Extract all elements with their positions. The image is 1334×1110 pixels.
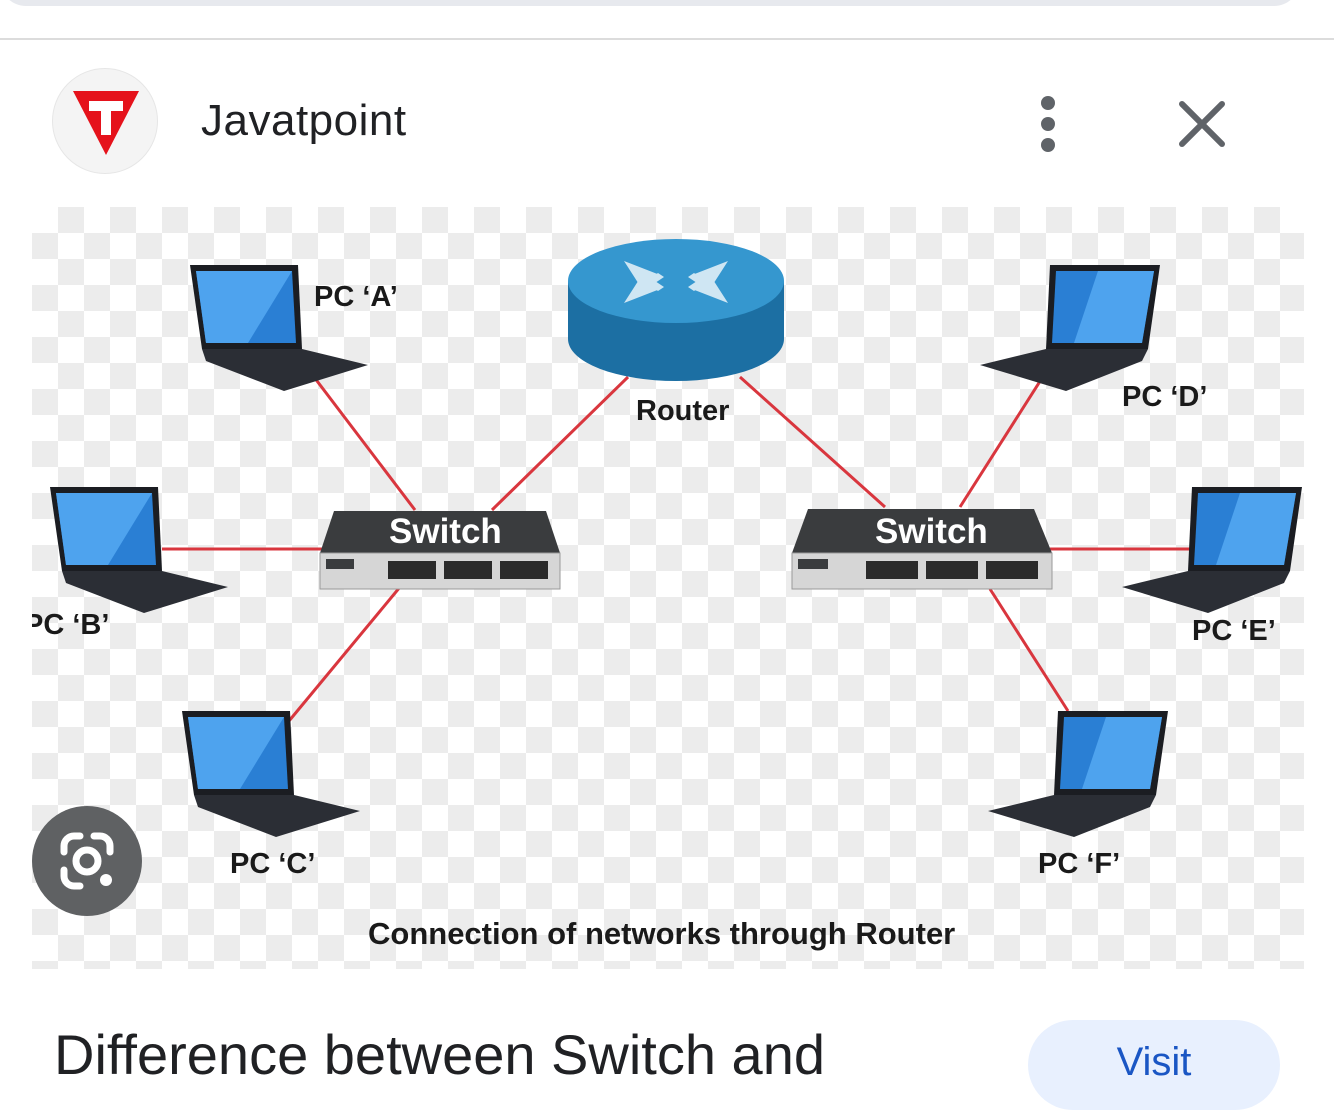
network-diagram-image[interactable]: Router Switch Switch bbox=[32, 207, 1304, 969]
javatpoint-logo-icon bbox=[73, 91, 139, 155]
google-lens-button[interactable] bbox=[32, 806, 142, 916]
switch-right-icon bbox=[791, 509, 1053, 590]
more-vert-icon-dot bbox=[1041, 138, 1055, 152]
more-vert-icon-dot bbox=[1041, 117, 1055, 131]
link-pc-c-switch-left bbox=[282, 586, 402, 728]
more-options-button[interactable] bbox=[1020, 90, 1076, 158]
laptop-pc-c-icon bbox=[182, 711, 360, 837]
divider bbox=[0, 38, 1334, 40]
link-pc-a-switch-left bbox=[312, 376, 417, 511]
link-router-switch-left bbox=[490, 375, 630, 512]
router-label: Router bbox=[636, 395, 730, 427]
google-lens-icon bbox=[60, 832, 114, 890]
diagram-caption: Connection of networks through Router bbox=[368, 916, 956, 951]
link-pc-d-switch-right bbox=[958, 374, 1046, 508]
network-links bbox=[162, 374, 1192, 728]
switch-left-icon bbox=[319, 511, 561, 590]
close-icon bbox=[1179, 101, 1225, 147]
laptop-pc-a-icon bbox=[190, 265, 368, 391]
laptop-pc-f-icon bbox=[988, 711, 1168, 837]
laptop-pc-b-icon bbox=[50, 487, 228, 613]
pc-f-label: PC ‘F’ bbox=[1038, 848, 1121, 880]
laptop-pc-d-icon bbox=[980, 265, 1160, 391]
source-logo[interactable] bbox=[52, 68, 158, 174]
switch-left-label: Switch bbox=[389, 512, 502, 551]
pc-a-label: PC ‘A’ bbox=[314, 281, 398, 313]
source-name[interactable]: Javatpoint bbox=[201, 96, 407, 145]
router-icon bbox=[568, 239, 784, 381]
result-title[interactable]: Difference between Switch and bbox=[54, 1023, 825, 1086]
more-vert-icon bbox=[1041, 96, 1055, 110]
pc-c-label: PC ‘C’ bbox=[230, 848, 316, 880]
link-router-switch-right bbox=[738, 375, 887, 509]
close-button[interactable] bbox=[1170, 92, 1234, 156]
search-bar-edge[interactable] bbox=[0, 0, 1300, 6]
visit-button[interactable]: Visit bbox=[1028, 1020, 1280, 1110]
switch-right-label: Switch bbox=[875, 512, 988, 551]
pc-e-label: PC ‘E’ bbox=[1192, 615, 1276, 647]
pc-b-label: PC ‘B’ bbox=[32, 609, 110, 641]
link-pc-f-switch-right bbox=[988, 588, 1070, 712]
pc-d-label: PC ‘D’ bbox=[1122, 381, 1208, 413]
laptop-pc-e-icon bbox=[1122, 487, 1302, 613]
